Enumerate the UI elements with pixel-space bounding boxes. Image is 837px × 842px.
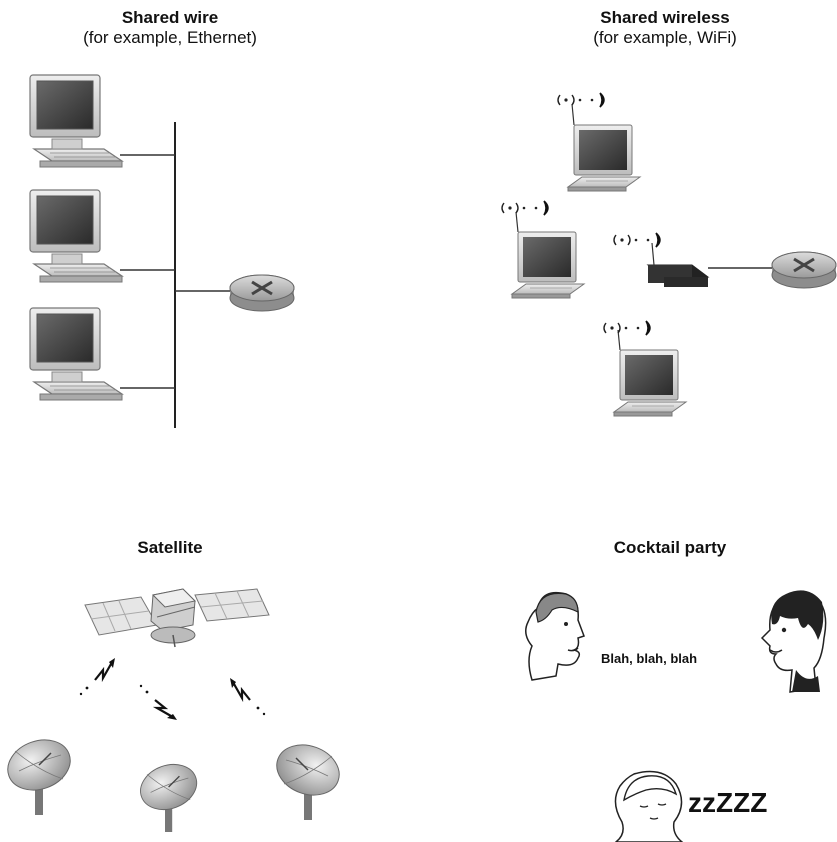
signal-bolt <box>228 676 267 717</box>
cocktail-party-heading: Cocktail party <box>613 538 727 557</box>
desktop-computer-icon <box>29 307 123 401</box>
laptop-icon <box>511 231 585 299</box>
person-icon <box>525 591 585 681</box>
wireless-signal-icon <box>557 92 605 108</box>
desktop-computer-icon <box>29 189 123 283</box>
shared-wire-title: Shared wire (for example, Ethernet) <box>40 8 300 48</box>
cocktail-party-title: Cocktail party <box>570 538 770 558</box>
signal-bolt <box>138 683 179 722</box>
router-icon <box>228 273 296 313</box>
satellite-title: Satellite <box>90 538 250 558</box>
antenna <box>617 329 621 351</box>
person-icon <box>760 590 827 693</box>
signal-bolt <box>78 656 117 697</box>
antenna <box>571 103 575 126</box>
wireless-signal-icon <box>613 232 661 248</box>
sleep-text: zzZZZ <box>688 787 767 818</box>
satellite-dish-icon <box>268 735 348 821</box>
shared-wireless-title: Shared wireless (for example, WiFi) <box>540 8 790 48</box>
speech-text: Blah, blah, blah <box>601 651 697 666</box>
desktop-computer-icon <box>29 74 123 168</box>
shared-wire-subtitle: (for example, Ethernet) <box>83 28 257 47</box>
shared-wireless-subtitle: (for example, WiFi) <box>593 28 737 47</box>
laptop-icon <box>613 349 687 417</box>
wireless-access-point-icon <box>646 242 710 287</box>
satellite-dish-icon <box>0 730 79 816</box>
shared-wire-heading: Shared wire <box>121 8 219 27</box>
wireless-signal-icon <box>501 200 549 216</box>
laptop-icon <box>567 124 641 192</box>
router-icon <box>770 250 837 290</box>
satellite-dish-icon <box>133 756 204 833</box>
antenna <box>515 211 519 233</box>
sleeping-person-icon <box>614 770 684 842</box>
shared-wireless-heading: Shared wireless <box>600 8 730 27</box>
satellite-heading: Satellite <box>137 538 203 557</box>
wireless-signal-icon <box>603 320 651 336</box>
satellite-icon <box>84 588 270 648</box>
